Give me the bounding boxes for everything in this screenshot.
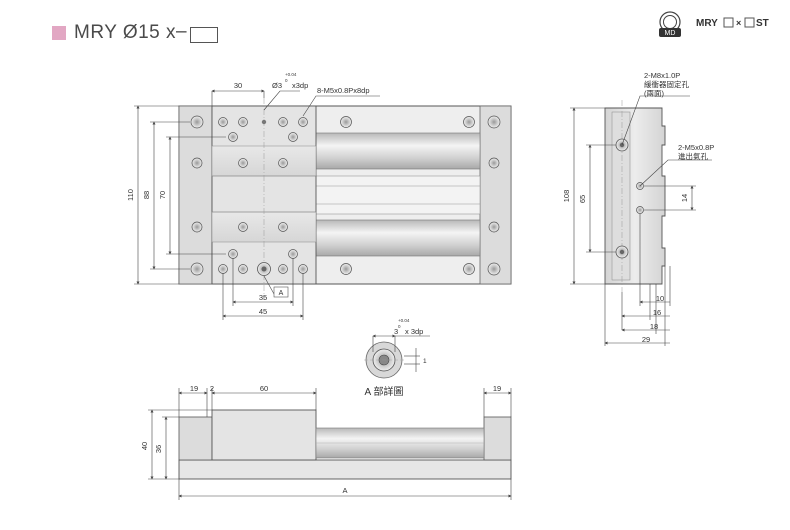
title-dash: – <box>176 21 187 42</box>
top-view-dimensions <box>134 89 380 320</box>
detail-dim-1: 1 <box>423 358 427 365</box>
model-code-x: × <box>736 18 741 28</box>
dim-thread: 8-M5x0.8Px8dp <box>317 86 370 95</box>
note-m8-thread: 2-M8x1.0P <box>644 71 680 80</box>
page-title: MRY Ø15 x <box>74 22 177 43</box>
dim-hole-depth: x3dp <box>292 81 308 90</box>
dim-14: 14 <box>680 194 689 202</box>
detail-dim: 3 <box>394 327 398 336</box>
dim-19-right: 19 <box>493 384 501 393</box>
stroke-blank-box <box>190 27 218 43</box>
model-code-mry: MRY <box>696 18 718 29</box>
logo-text: MD <box>665 30 676 37</box>
dim-18: 18 <box>650 322 658 331</box>
note-air-port: 進出氣孔 <box>678 151 708 161</box>
detail-tol-plus: +0.04 <box>398 318 410 323</box>
top-view-right-cap <box>479 105 512 285</box>
front-base <box>178 459 512 480</box>
title-color-mark <box>52 26 66 40</box>
front-view-dimensions <box>148 388 512 500</box>
dim-110: 110 <box>126 189 135 201</box>
detail-tol-zero: 0 <box>398 324 401 329</box>
note-bumper-hole: 緩衝器固定孔 <box>644 79 689 89</box>
model-code: MD MRY × ST <box>659 11 769 37</box>
dim-88: 88 <box>142 191 151 199</box>
tol-zero: 0 <box>285 78 288 83</box>
dim-45: 45 <box>259 307 267 316</box>
dim-60: 60 <box>260 384 268 393</box>
logo-inner-ring-icon <box>663 15 677 29</box>
tol-plus: +0.04 <box>285 72 297 77</box>
model-box-2 <box>744 17 755 28</box>
dim-16: 16 <box>653 308 661 317</box>
front-right-cap <box>483 416 512 461</box>
model-code-st: ST <box>756 18 769 29</box>
dim-29: 29 <box>642 335 650 344</box>
note-m5-thread: 2-M5x0.8P <box>678 143 714 152</box>
dim-2: 2 <box>210 384 214 393</box>
dim-35: 35 <box>259 293 267 302</box>
note-both-sides: (兩面) <box>644 89 664 98</box>
dim-65: 65 <box>578 195 587 203</box>
front-left-cap <box>178 416 213 461</box>
top-view-left-cap <box>178 105 213 285</box>
logo-plate <box>659 28 681 37</box>
top-view: 30 Ø3 +0.04 0 x3dp 8-M5x0.8Px8dp 110 88 … <box>126 72 512 320</box>
side-view-dimensions <box>570 95 712 346</box>
slide-table-holes <box>218 117 308 276</box>
dim-30: 30 <box>234 81 242 90</box>
detail-depth: x 3dp <box>405 327 423 336</box>
dim-19-left: 19 <box>190 384 198 393</box>
dim-108: 108 <box>562 190 571 203</box>
detail-a-title: A 部詳圖 <box>365 385 404 398</box>
dim-70: 70 <box>158 191 167 199</box>
dim-a-label: A <box>279 290 284 297</box>
side-view: 2-M8x1.0P 緩衝器固定孔 (兩面) 2-M5x0.8P 進出氣孔 108… <box>562 71 714 346</box>
model-box-1 <box>723 17 734 28</box>
front-slide-table <box>211 409 317 461</box>
dim-hole-dia: Ø3 <box>272 81 282 90</box>
end-cap-holes <box>190 115 501 276</box>
dim-10: 10 <box>656 294 664 303</box>
front-view: 19 2 60 19 40 36 A <box>140 384 512 500</box>
dim-36: 36 <box>154 445 163 453</box>
detail-a: +0.04 0 3 x 3dp 1 A 部詳圖 <box>364 318 430 398</box>
dim-a-length: A <box>342 486 347 495</box>
dim-40: 40 <box>140 442 149 450</box>
